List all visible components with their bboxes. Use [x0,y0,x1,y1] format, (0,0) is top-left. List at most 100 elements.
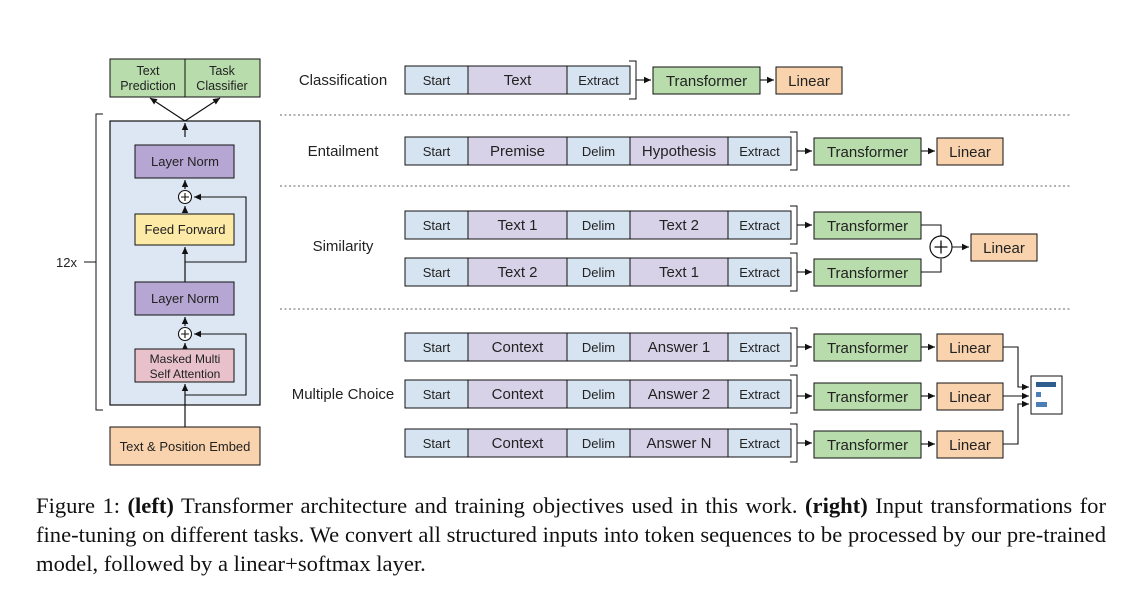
linear-box [936,137,1004,166]
token-start [404,332,469,362]
token-extract [727,428,792,458]
token-start-label: Start [423,218,451,233]
token-delim-label: Delim [582,265,615,280]
token-extract [566,65,631,95]
token-extract [727,136,792,166]
feed-forward-box [134,213,235,246]
multiple-choice-row-n: Start Context Delim Answer N Extract Tra… [404,423,1004,463]
transformer-box [652,66,761,95]
task-classifier-box [184,58,261,98]
classification-row: Start Text Extract Transformer Linear [404,60,843,100]
token-delim-label: Delim [582,387,615,402]
token-delim [566,136,631,166]
linear-label: Linear [788,73,830,90]
residual-skip-bottom [185,330,247,396]
token-extract [727,379,792,409]
repeat-bracket [95,113,103,411]
token-delim-label: Delim [582,340,615,355]
residual-add-bottom-sign [181,330,189,338]
text-position-embed-box [109,426,261,466]
similarity-row-1: Start Text 1 Delim Text 2 Extract Transf… [404,205,922,245]
similarity-row-2: Start Text 2 Delim Text 1 Extract Transf… [404,252,922,292]
token-extract-label: Extract [739,340,780,355]
caption-right-tag: (right) [805,493,868,518]
token-extract [727,210,792,240]
task-separators [280,114,1072,310]
linear-label: Linear [949,389,991,406]
linear-box [936,333,1004,362]
token-text2-label: Text 2 [659,217,699,234]
token-text1 [629,257,729,287]
token-text1-label: Text 1 [659,264,699,281]
transformer-label: Transformer [827,389,908,406]
token-context [467,379,568,409]
token-answer1-label: Answer 1 [648,339,711,356]
softmax-bar-1 [1036,382,1056,387]
linear-box [936,430,1004,459]
token-answerN [629,428,729,458]
token-extract-label: Extract [739,387,780,402]
token-extract-label: Extract [578,73,619,88]
token-extract-label: Extract [739,436,780,451]
token-context-label: Context [492,339,545,356]
linear-box [775,66,843,95]
layer-norm-top-label: Layer Norm [151,154,219,169]
linear-label: Linear [949,437,991,454]
token-delim [566,210,631,240]
linear-box [970,233,1038,262]
token-extract [727,257,792,287]
token-start-label: Start [423,340,451,355]
token-answer2 [629,379,729,409]
token-delim-label: Delim [582,436,615,451]
linear-label: Linear [949,340,991,357]
merge-line-top [921,224,942,236]
token-context-label: Context [492,386,545,403]
token-answerN-label: Answer N [646,435,711,452]
transformer-label: Transformer [827,437,908,454]
figure-caption: Figure 1: (left) Transformer architectur… [36,491,1106,578]
layer-norm-bottom [134,281,235,316]
similarity-merge: Linear [921,224,1038,273]
split-arrow-left [149,97,186,122]
token-extract-label: Extract [739,265,780,280]
transformer-box [813,137,922,166]
merge-line-bottom [921,259,942,273]
token-text-label: Text [504,72,532,89]
token-delim [566,379,631,409]
softmax-output [1003,346,1063,445]
token-delim [566,428,631,458]
token-start-label: Start [423,265,451,280]
token-start-label: Start [423,144,451,159]
transformer-label: Transformer [827,265,908,282]
caption-right-text: Input transformations for fine-tuning on… [36,493,1106,576]
residual-add-top-sign [181,193,189,201]
transformer-label: Transformer [827,218,908,235]
token-delim [566,332,631,362]
input-bracket [790,374,798,414]
token-start-label: Start [423,436,451,451]
layer-norm-top [134,144,235,179]
layer-norm-bottom-label: Layer Norm [151,291,219,306]
token-premise-label: Premise [490,143,545,160]
token-start [404,257,469,287]
token-delim-label: Delim [582,144,615,159]
multiple-choice-row-1: Start Context Delim Answer 1 Extract Tra… [404,327,1004,367]
similarity-add-sign [934,240,948,254]
softmax-bar-2 [1036,392,1041,397]
caption-left-text: Transformer architecture and training ob… [173,493,806,518]
caption-left-tag: (left) [127,493,174,518]
token-start-label: Start [423,73,451,88]
transformer-label: Transformer [666,73,747,90]
task-label-classification: Classification [299,72,387,89]
task-label-multiple-choice: Multiple Choice [292,386,395,403]
feed-forward-label: Feed Forward [145,222,226,237]
softmax-bar-3 [1036,402,1047,407]
linear-label: Linear [983,240,1025,257]
residual-skip-top [185,193,247,263]
transformer-label: Transformer [827,340,908,357]
token-delim-label: Delim [582,218,615,233]
connector-rown [1003,400,1029,445]
